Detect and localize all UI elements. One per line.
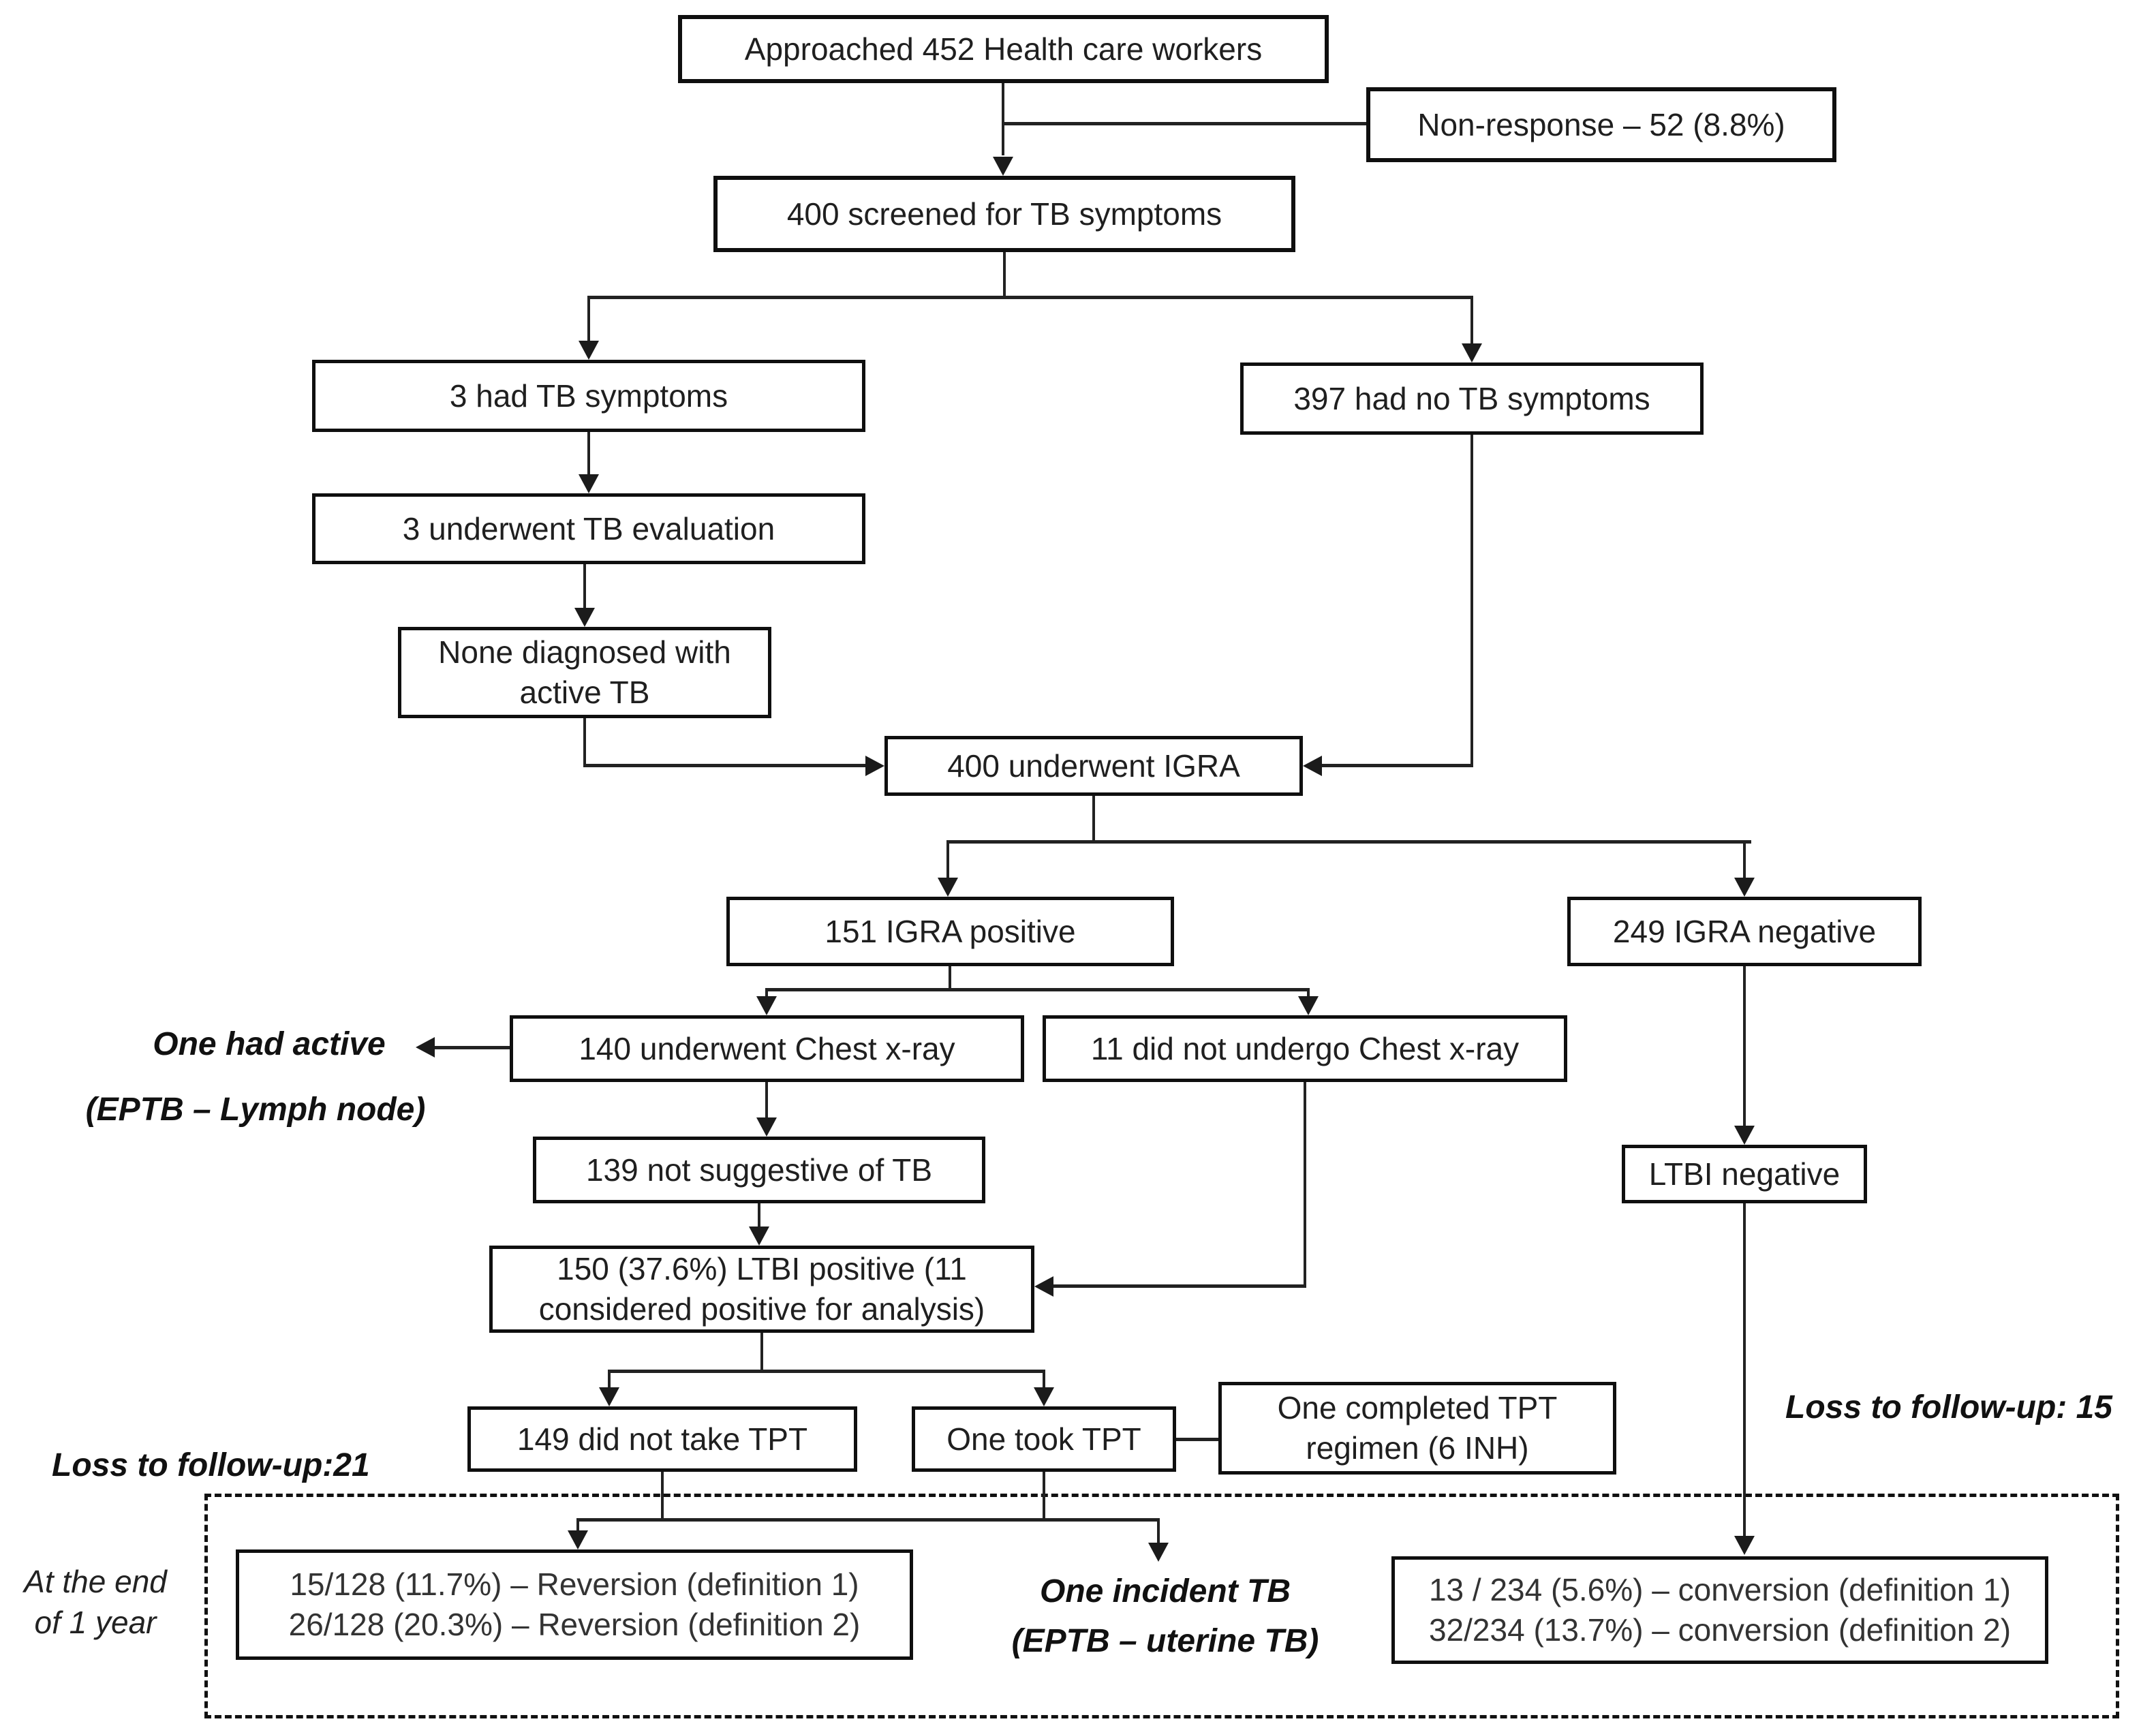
connector-none-right [583, 764, 865, 767]
annotation-eptb-uterine-tb: (EPTB – uterine TB) [1011, 1623, 1319, 1659]
node-ltbi-positive: 150 (37.6%) LTBI positive (11 considered… [489, 1246, 1034, 1333]
node-had-tb-symptoms: 3 had TB symptoms [312, 360, 865, 432]
arrowhead-into-none-diagnosed [574, 608, 595, 627]
connector-igra-down [1092, 796, 1095, 844]
node-non-response: Non-response – 52 (8.8%) [1366, 87, 1836, 162]
connector-to-chest-xray [765, 988, 768, 998]
node-igra-positive: 151 IGRA positive [726, 897, 1174, 966]
connector-to-no-chest-xray [1307, 988, 1310, 998]
arrowhead-into-no-chest-xray [1298, 996, 1319, 1015]
arrowhead-into-ltbi-positive [749, 1226, 769, 1246]
arrowhead-into-conversion [1734, 1536, 1755, 1555]
arrowhead-into-reversion [568, 1530, 588, 1549]
node-no-chest-xray: 11 did not undergo Chest x-ray [1043, 1015, 1567, 1082]
arrowhead-into-one-had-active [416, 1037, 435, 1058]
node-reversion-stats: 15/128 (11.7%) – Reversion (definition 1… [236, 1549, 913, 1660]
connector-ltbineg-conversion [1743, 1203, 1746, 1536]
node-conversion-stats: 13 / 234 (5.6%) – conversion (definition… [1391, 1556, 2048, 1664]
annotation-loss-to-followup-21: Loss to follow-up:21 [52, 1447, 370, 1483]
annotation-at-end-of-year: At the end of 1 year [24, 1564, 167, 1640]
node-underwent-igra: 400 underwent IGRA [884, 736, 1303, 796]
connector-to-reversion [576, 1518, 579, 1532]
connector-split-xray [767, 988, 1308, 991]
connector-to-took-tpt [1043, 1370, 1045, 1387]
connector-split-symptoms [589, 296, 1472, 299]
arrowhead-into-evaluation [579, 474, 599, 493]
annotation-one-incident-tb: One incident TB [1039, 1573, 1291, 1609]
arrowhead-into-ltbipos-right [1034, 1276, 1053, 1297]
arrowhead-into-screened [993, 157, 1013, 176]
annotation-eptb-lymph-node: (EPTB – Lymph node) [85, 1092, 426, 1128]
connector-xray-notsuggestive [765, 1082, 768, 1117]
connector-to-had-symptoms [587, 296, 590, 341]
connector-nosymptoms-left [1322, 764, 1473, 767]
arrowhead-into-incident-tb [1148, 1543, 1169, 1562]
connector-to-igra-negative [1743, 840, 1746, 879]
node-tb-evaluation: 3 underwent TB evaluation [312, 493, 865, 564]
connector-to-non-response [1002, 122, 1366, 125]
connector-tpt-completed [1176, 1438, 1218, 1441]
node-igra-negative: 249 IGRA negative [1567, 897, 1922, 966]
node-ltbi-negative: LTBI negative [1622, 1145, 1867, 1203]
connector-symptoms-evaluation [587, 432, 590, 474]
connector-to-no-tpt [608, 1370, 611, 1387]
node-not-suggestive: 139 not suggestive of TB [533, 1137, 985, 1203]
arrowhead-into-no-symptoms [1462, 343, 1482, 362]
arrowhead-into-igra-negative [1734, 878, 1755, 897]
arrowhead-into-chest-xray [756, 996, 777, 1015]
node-chest-xray: 140 underwent Chest x-ray [510, 1015, 1024, 1082]
node-no-tpt: 149 did not take TPT [467, 1406, 857, 1472]
connector-notpt-down [661, 1472, 664, 1521]
node-took-tpt: One took TPT [912, 1406, 1176, 1472]
connector-notsuggestive-ltbipos [758, 1203, 760, 1226]
annotation-one-had-active: One had active [153, 1026, 386, 1062]
connector-outcomes [578, 1518, 1158, 1522]
arrowhead-into-no-tpt [599, 1387, 619, 1406]
connector-to-incident-tb [1157, 1518, 1160, 1543]
connector-approached-screened [1002, 83, 1004, 155]
node-completed-tpt: One completed TPT regimen (6 INH) [1218, 1382, 1616, 1475]
node-approached: Approached 452 Health care workers [678, 15, 1329, 83]
connector-noxray-down [1304, 1082, 1306, 1288]
arrowhead-into-took-tpt [1034, 1387, 1054, 1406]
connector-igrapos-down [949, 966, 951, 991]
node-no-tb-symptoms: 397 had no TB symptoms [1240, 362, 1704, 435]
connector-split-igra [948, 840, 1751, 844]
arrowhead-into-not-suggestive [756, 1117, 777, 1137]
node-none-diagnosed: None diagnosed with active TB [398, 627, 771, 718]
arrowhead-into-igra-right [1303, 756, 1322, 776]
connector-to-no-symptoms [1470, 296, 1473, 343]
connector-igraneg-ltbineg [1743, 966, 1746, 1126]
arrowhead-into-igra-positive [938, 878, 958, 897]
node-screened: 400 screened for TB symptoms [713, 176, 1295, 252]
connector-nosymptoms-down [1470, 435, 1473, 767]
connector-noxray-left [1053, 1284, 1305, 1288]
annotation-loss-to-followup-15: Loss to follow-up: 15 [1785, 1389, 2112, 1425]
connector-none-down [583, 718, 586, 767]
connector-to-igra-positive [946, 840, 949, 879]
connector-screened-down [1003, 252, 1006, 297]
connector-split-tpt [609, 1370, 1045, 1373]
connector-evaluation-none [583, 564, 586, 608]
arrowhead-into-had-symptoms [579, 341, 599, 360]
connector-ltbipos-down [760, 1333, 763, 1372]
arrowhead-into-igra-left [865, 756, 884, 776]
connector-to-one-had-active [432, 1046, 510, 1049]
arrowhead-into-ltbi-negative [1734, 1126, 1755, 1145]
dashed-followup-region [204, 1494, 2119, 1718]
connector-tooktpt-down [1043, 1472, 1045, 1521]
